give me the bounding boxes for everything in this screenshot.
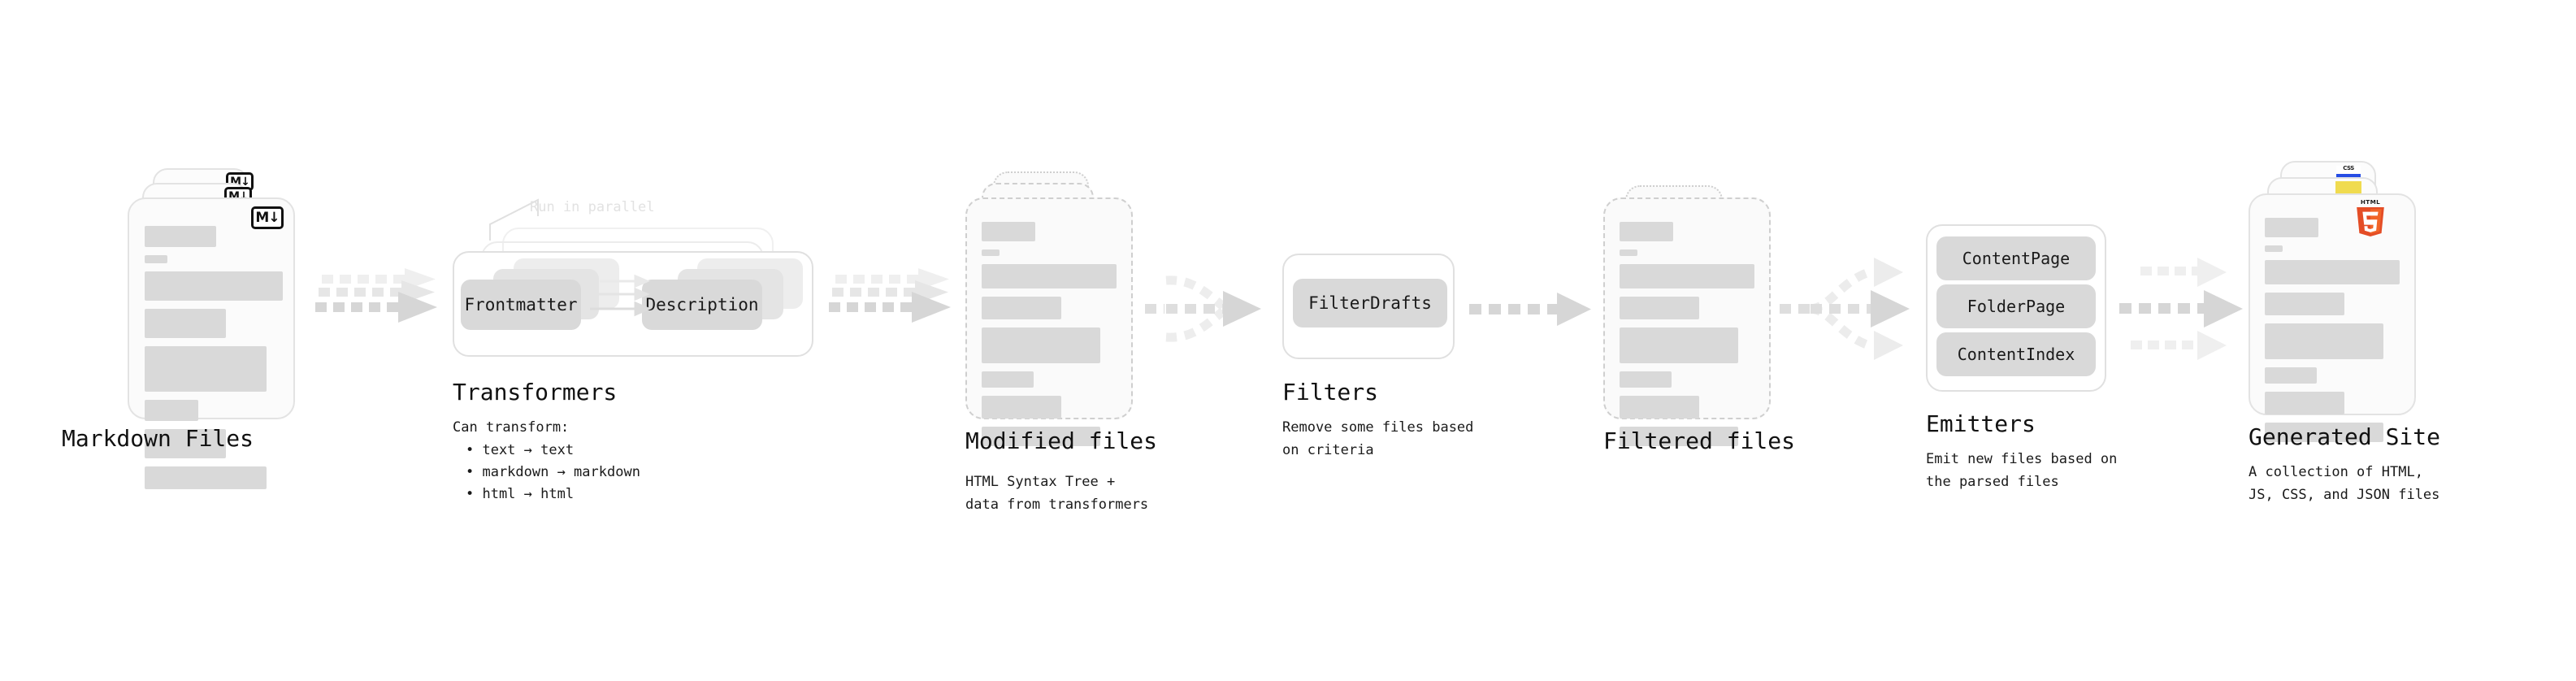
filters-label: Filters bbox=[1282, 379, 1379, 406]
arrow-filtered-to-emitters bbox=[1780, 258, 1910, 360]
skeleton-bar bbox=[145, 429, 226, 458]
skeleton-bar bbox=[982, 222, 1035, 241]
transformers-bullet-1: • text → text bbox=[466, 442, 575, 458]
skeleton-bar bbox=[982, 297, 1061, 319]
emitters-label: Emitters bbox=[1926, 410, 2036, 437]
skeleton-bar bbox=[145, 226, 216, 247]
filtered-files-label: Filtered files bbox=[1603, 427, 1796, 454]
filters-description-line2: on criteria bbox=[1282, 442, 1374, 458]
markdown-icon-glyph: M↓ bbox=[255, 209, 280, 226]
skeleton-bar bbox=[1620, 297, 1699, 319]
skeleton-bar bbox=[145, 255, 167, 263]
js-logo bbox=[2335, 181, 2361, 194]
arrow-filters-to-filtered bbox=[1469, 293, 1591, 326]
skeleton-bar bbox=[1620, 371, 1672, 388]
transformer-chip-frontmatter[interactable]: Frontmatter bbox=[461, 280, 581, 330]
skeleton-bar bbox=[982, 371, 1034, 388]
skeleton-bar bbox=[2265, 423, 2383, 442]
skeleton-bar bbox=[2265, 367, 2317, 384]
emitters-description-line2: the parsed files bbox=[1926, 474, 2059, 490]
modified-files-label: Modified files bbox=[965, 427, 1158, 454]
skeleton-bar bbox=[2265, 245, 2283, 252]
css-logo-text: CSS bbox=[2343, 165, 2354, 171]
filter-chip-filterdrafts[interactable]: FilterDrafts bbox=[1293, 279, 1447, 327]
skeleton-bar bbox=[982, 264, 1117, 288]
skeleton-bar bbox=[982, 427, 1100, 446]
arrow-modified-to-filters bbox=[1145, 275, 1261, 342]
skeleton-bar bbox=[982, 327, 1100, 363]
transformers-bullet-2: • markdown → markdown bbox=[466, 464, 640, 480]
generated-site-description-line2: JS, CSS, and JSON files bbox=[2249, 487, 2440, 503]
transformer-chip-description[interactable]: Description bbox=[642, 280, 762, 330]
run-in-parallel-label: Run in parallel bbox=[530, 199, 655, 215]
skeleton-bar bbox=[145, 466, 267, 489]
skeleton-bar bbox=[2265, 392, 2344, 414]
modified-files-description-line1: HTML Syntax Tree + bbox=[965, 474, 1116, 490]
transformers-description-heading: Can transform: bbox=[453, 419, 570, 436]
css-logo-bar bbox=[2336, 174, 2361, 177]
skeleton-bar bbox=[982, 396, 1061, 419]
skeleton-bar bbox=[1620, 396, 1699, 419]
skeleton-bar bbox=[145, 309, 226, 338]
skeleton-bar bbox=[982, 249, 1000, 256]
modified-files-description-line2: data from transformers bbox=[965, 497, 1149, 513]
svg-text:HTML: HTML bbox=[2361, 198, 2380, 206]
markdown-icon-front: M↓ bbox=[251, 206, 284, 229]
css-logo: CSS bbox=[2336, 165, 2361, 177]
emitter-chip-folderpage[interactable]: FolderPage bbox=[1936, 284, 2096, 328]
filters-description-line1: Remove some files based bbox=[1282, 419, 1474, 436]
arrow-emitters-to-site bbox=[2119, 258, 2243, 360]
html5-logo: HTML bbox=[2357, 198, 2384, 236]
emitters-description-line1: Emit new files based on bbox=[1926, 451, 2118, 467]
skeleton-bar bbox=[1620, 249, 1637, 256]
generated-site-description-line1: A collection of HTML, bbox=[2249, 464, 2423, 480]
emitter-chip-contentpage[interactable]: ContentPage bbox=[1936, 236, 2096, 280]
skeleton-bar bbox=[2265, 218, 2318, 237]
markdown-files-label: Markdown Files bbox=[62, 425, 254, 452]
skeleton-bar bbox=[2265, 323, 2383, 359]
skeleton-bar bbox=[1620, 427, 1738, 446]
skeleton-bar bbox=[145, 346, 267, 392]
arrow-transformers-to-modified bbox=[829, 268, 951, 323]
emitter-chip-contentindex[interactable]: ContentIndex bbox=[1936, 332, 2096, 376]
skeleton-bar bbox=[2265, 293, 2344, 315]
arrow-markdown-to-transformers bbox=[315, 268, 437, 323]
skeleton-bar bbox=[1620, 264, 1754, 288]
skeleton-bar bbox=[2265, 260, 2400, 284]
skeleton-bar bbox=[1620, 222, 1673, 241]
generated-site-label: Generated Site bbox=[2249, 423, 2441, 450]
skeleton-bar bbox=[145, 271, 283, 301]
skeleton-bar bbox=[1620, 327, 1738, 363]
transformers-label: Transformers bbox=[453, 379, 618, 406]
skeleton-bar bbox=[145, 400, 198, 421]
transformers-bullet-3: • html → html bbox=[466, 486, 575, 502]
